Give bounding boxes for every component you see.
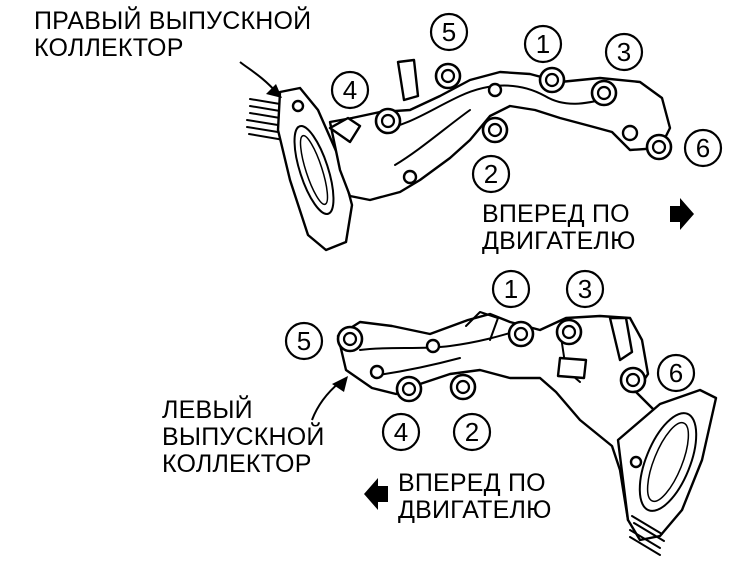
right-arrow-icon	[670, 198, 694, 230]
right-callout-5-text: 5	[442, 17, 456, 47]
left-arrow-icon	[364, 478, 388, 510]
left-manifold-studs	[629, 515, 665, 556]
right-manifold-label: ПРАВЫЙ ВЫПУСКНОЙ КОЛЛЕКТОР	[34, 8, 311, 62]
left-callout-1: 1	[491, 269, 531, 309]
left-bolt-2	[449, 373, 477, 401]
left-engine-front-label: ВПЕРЕД ПО ДВИГАТЕЛЮ	[398, 470, 552, 524]
right-callout-5: 5	[429, 12, 469, 52]
left-callout-2-text: 2	[465, 417, 479, 447]
right-bolt-4	[374, 107, 402, 135]
left-callout-6-text: 6	[669, 358, 683, 388]
right-manifold-label-line-2: КОЛЛЕКТОР	[34, 34, 184, 62]
right-callout-3: 3	[604, 32, 644, 72]
right-engine-front-label: ВПЕРЕД ПО ДВИГАТЕЛЮ	[482, 201, 636, 255]
left-callout-6: 6	[656, 353, 696, 393]
right-bolt-5	[434, 62, 462, 90]
right-bolt-3	[590, 79, 618, 107]
right-engine-front-line-2: ДВИГАТЕЛЮ	[482, 227, 636, 255]
left-callout-5: 5	[284, 321, 324, 361]
left-bolt-4	[395, 375, 423, 403]
right-callout-3-text: 3	[617, 37, 631, 67]
right-callout-1-text: 1	[536, 29, 550, 59]
right-label-leader	[239, 61, 282, 98]
right-callout-4: 4	[330, 70, 370, 110]
right-callout-6-text: 6	[696, 133, 710, 163]
right-bolt-1	[538, 66, 566, 94]
right-engine-front-line-1: ВПЕРЕД ПО	[482, 200, 630, 228]
right-callout-2-text: 2	[484, 159, 498, 189]
left-callout-3: 3	[565, 269, 605, 309]
right-manifold-label-line-1: ПРАВЫЙ ВЫПУСКНОЙ	[34, 7, 312, 35]
left-exhaust-manifold	[336, 311, 718, 556]
left-bolt-1	[507, 320, 535, 348]
right-bolt-callouts: 5 1 3 4 6 2	[330, 12, 723, 194]
left-manifold-label-line-2: ВЫПУСКНОЙ	[162, 423, 325, 451]
left-callout-3-text: 3	[578, 274, 592, 304]
right-callout-4-text: 4	[343, 75, 357, 105]
left-bolt-6	[619, 366, 647, 394]
left-bolt-5	[336, 325, 364, 353]
right-collector-body	[328, 70, 672, 202]
left-manifold-label-line-1: ЛЕВЫЙ	[162, 396, 253, 424]
left-callout-4-text: 4	[394, 417, 408, 447]
right-bolt-2	[481, 116, 509, 144]
left-engine-front-line-1: ВПЕРЕД ПО	[398, 469, 546, 497]
left-label-leader	[311, 376, 348, 421]
left-manifold-label-line-3: КОЛЛЕКТОР	[162, 450, 312, 478]
right-callout-6: 6	[683, 128, 723, 168]
left-bolt-3	[555, 318, 583, 346]
right-exhaust-manifold	[246, 58, 672, 252]
left-callout-5-text: 5	[297, 326, 311, 356]
left-manifold-label: ЛЕВЫЙ ВЫПУСКНОЙ КОЛЛЕКТОР	[162, 397, 325, 478]
left-callout-4: 4	[381, 412, 421, 452]
right-callout-1: 1	[523, 24, 563, 64]
left-callout-2: 2	[452, 412, 492, 452]
right-callout-2: 2	[471, 154, 511, 194]
left-bolt-callouts: 1 3 5 6 4 2	[284, 269, 696, 452]
left-engine-front-line-2: ДВИГАТЕЛЮ	[398, 496, 552, 524]
right-bolt-6	[645, 133, 673, 161]
left-callout-1-text: 1	[504, 274, 518, 304]
